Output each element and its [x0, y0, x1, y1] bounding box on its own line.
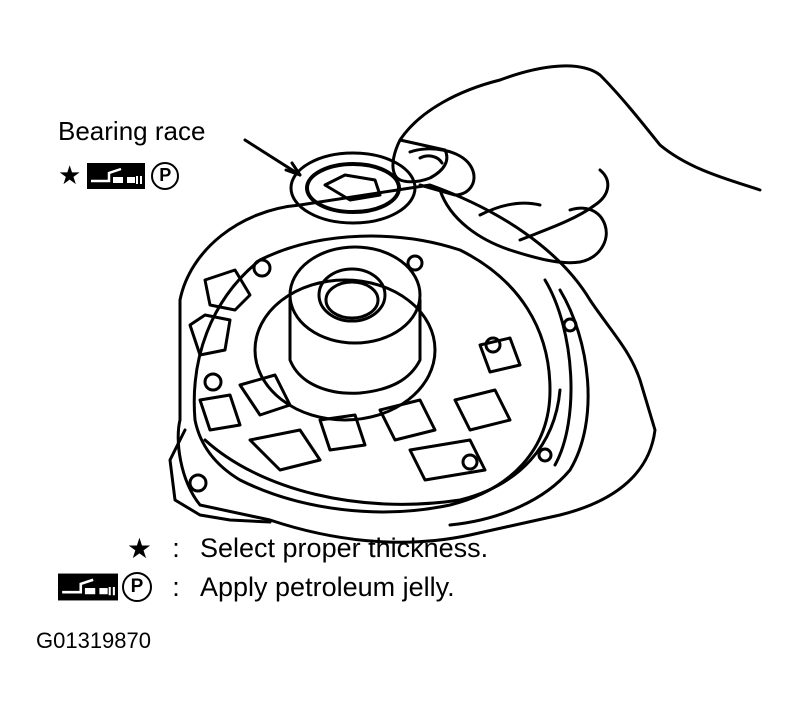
hand-nail [418, 154, 444, 165]
figure-id: G01319870 [36, 628, 151, 653]
petroleum-jelly-icon: P [151, 161, 180, 190]
hand-fingers [478, 168, 610, 242]
inner-face-edge [203, 388, 562, 506]
outer-seal-line-2 [543, 278, 573, 467]
cavity-3 [198, 393, 242, 432]
cavity-5 [248, 428, 322, 472]
callout-leader-arrow [284, 161, 302, 177]
port-hole-4 [484, 336, 502, 354]
bearing-race-hub-glimpse [323, 173, 382, 202]
cavity-7 [378, 398, 437, 442]
hub-base-ring [253, 278, 437, 422]
petroleum-jelly-letter: P [159, 165, 172, 185]
grease-gun-icon [87, 162, 146, 189]
cavity-4 [238, 373, 292, 417]
petroleum-jelly-letter: P [130, 576, 144, 597]
cavity-8 [453, 388, 512, 432]
cavity-1 [203, 268, 252, 312]
hand-palm [438, 188, 608, 265]
port-hole-3 [406, 254, 424, 272]
flange-bolt-hole [188, 473, 208, 493]
bearing-race-inner [305, 162, 401, 214]
port-hole-5 [461, 453, 479, 471]
port-hole-1 [252, 258, 272, 278]
bearing-race [289, 151, 417, 225]
petroleum-jelly-icon: P [122, 572, 152, 602]
legend-symbol: P [34, 572, 152, 602]
cavity-2 [188, 313, 232, 357]
grease-gun-icon [58, 573, 118, 601]
star-icon: ★ [126, 532, 152, 564]
callout-leader-line [243, 138, 302, 177]
bolt-hole-2 [537, 447, 553, 463]
legend-colon: : [172, 532, 180, 563]
housing-flange [168, 428, 272, 524]
cavity-6 [318, 413, 367, 452]
hub-cylinder [288, 298, 422, 395]
bearing-race-symbols: ★ P [58, 160, 180, 191]
legend-row-select-thickness: ★ : Select proper thickness. [34, 531, 488, 565]
legend-symbol: ★ [34, 532, 152, 565]
hub-bore-inner [324, 280, 380, 320]
legend-description: Select proper thickness. [200, 532, 489, 563]
legend-colon: : [172, 571, 180, 602]
cavity-9 [408, 438, 487, 482]
legend-row-petroleum-jelly: P : Apply petroleum jelly. [34, 570, 455, 604]
hand-index-finger [408, 147, 476, 197]
port-hole-2 [203, 372, 223, 392]
hub-bore [317, 267, 387, 323]
hub-top [288, 245, 422, 345]
legend-description: Apply petroleum jelly. [200, 571, 455, 602]
star-icon: ★ [58, 160, 82, 190]
hand-outline [391, 64, 762, 192]
bearing-race-label: Bearing race [58, 116, 206, 146]
outer-seal-line [448, 288, 590, 527]
